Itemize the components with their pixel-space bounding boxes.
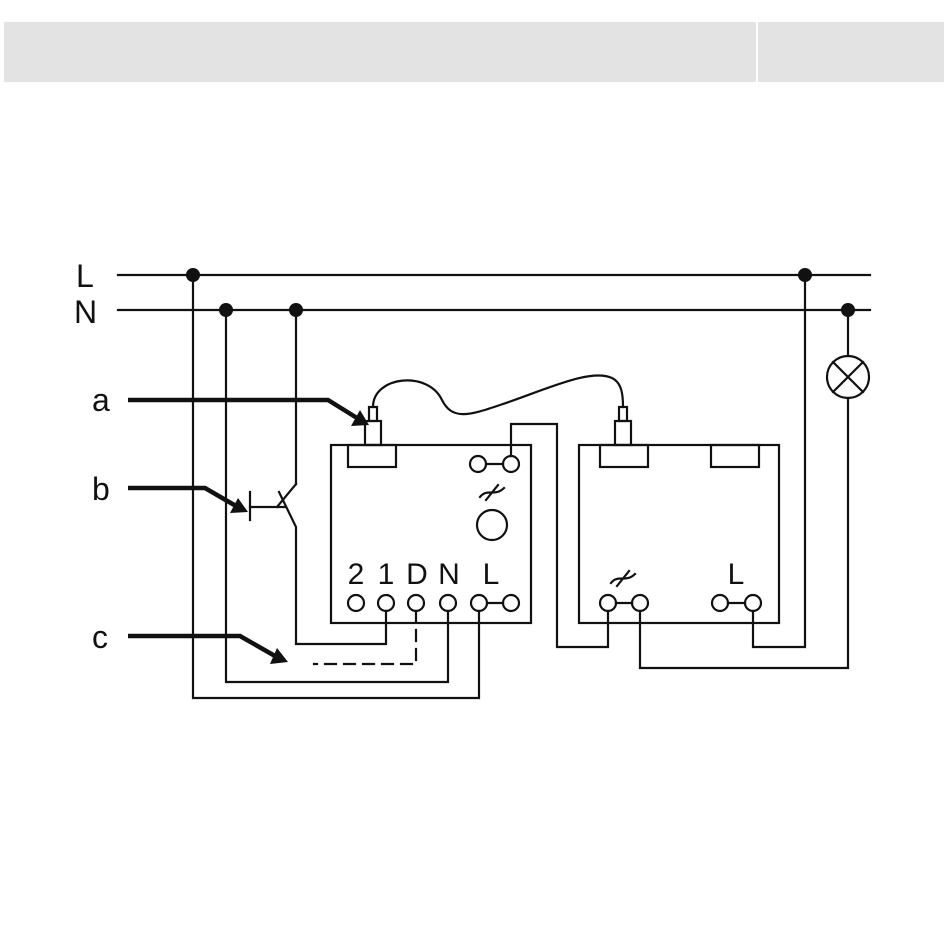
dimmer-connector-pin <box>369 407 377 421</box>
terminal-label: 1 <box>378 558 395 591</box>
dimmer-knob <box>477 510 507 540</box>
terminal-d <box>408 595 424 611</box>
extension-dim-terminal <box>600 595 616 611</box>
junction-dot <box>798 268 812 282</box>
callout-a-label: a <box>92 382 110 418</box>
dimmer-top-plug <box>348 445 396 467</box>
junction-dot <box>289 303 303 317</box>
dimmer-to-extension-wire <box>511 424 608 647</box>
terminal-l <box>471 595 487 611</box>
callout-b-arrow <box>128 488 236 506</box>
extension-connector-pin <box>619 407 627 421</box>
terminal-1 <box>378 595 394 611</box>
callout-a-arrow <box>128 400 357 418</box>
optional-dashed-wire <box>314 611 416 664</box>
extension-l-label: L <box>728 558 745 591</box>
terminal-label: D <box>406 558 428 591</box>
callout-c-arrow <box>128 636 275 656</box>
dimmer-output-terminal <box>470 456 486 472</box>
terminal-2 <box>348 595 364 611</box>
junction-dot <box>219 303 233 317</box>
line-bus-label: L <box>76 258 94 294</box>
terminal-l-bridge <box>503 595 519 611</box>
extension-dim-terminal <box>632 595 648 611</box>
callout-c-label: c <box>92 619 108 655</box>
connecting-cable <box>373 375 623 414</box>
terminal-n <box>440 595 456 611</box>
terminal-label: 2 <box>348 558 365 591</box>
extension-connector <box>615 421 631 445</box>
junction-dot <box>186 268 200 282</box>
neutral-to-dimmer-n-wire <box>226 310 448 682</box>
junction-dot <box>841 303 855 317</box>
extension-top-plug <box>600 445 648 467</box>
callout-b-label: b <box>92 471 110 507</box>
neutral-bus-label: N <box>74 294 97 330</box>
dimmer-output-terminal <box>503 456 519 472</box>
terminal-label: N <box>438 558 460 591</box>
pushbutton-to-terminal-1-wire <box>279 492 386 644</box>
extension-l-terminal <box>745 595 761 611</box>
extension-top-plug-right <box>711 445 759 467</box>
terminal-label: L <box>483 558 500 591</box>
lamp-return-wire <box>640 398 848 668</box>
extension-l-terminal <box>712 595 728 611</box>
